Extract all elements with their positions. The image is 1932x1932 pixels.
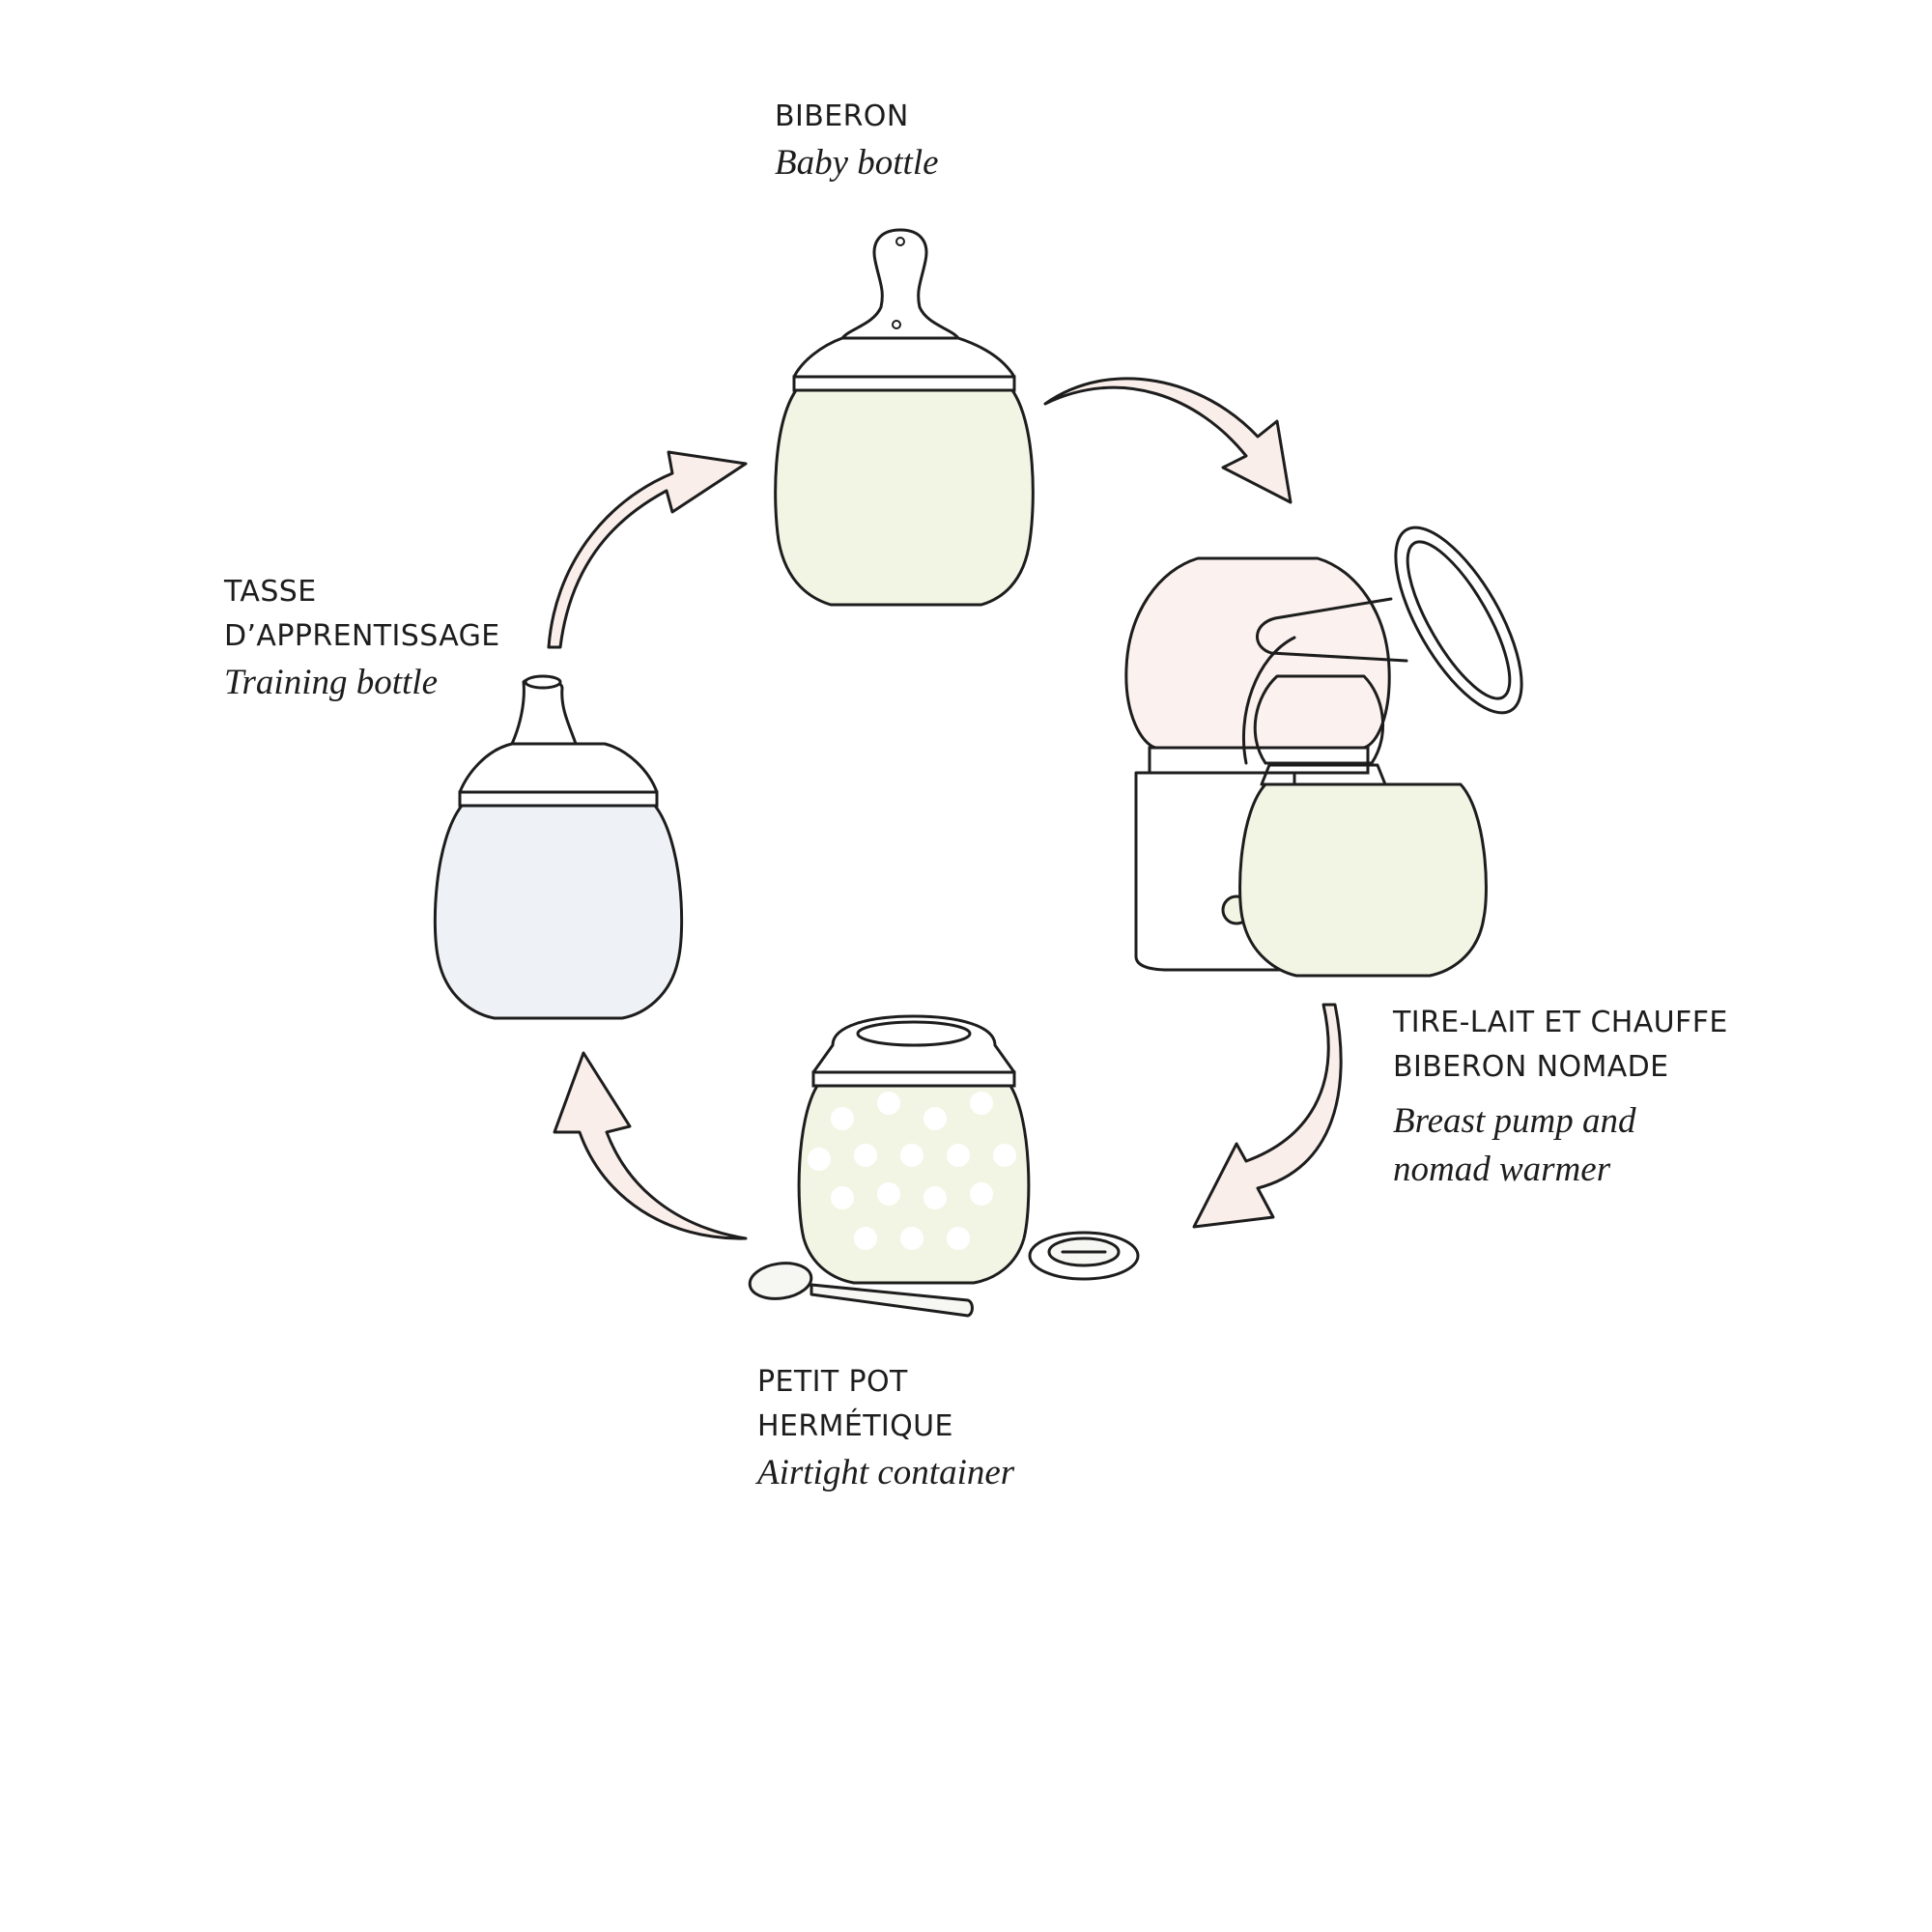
caption-baby-bottle: BIBERON Baby bottle xyxy=(775,95,939,187)
breast-pump-icon xyxy=(1238,526,1523,978)
caption-title-fr-line: TASSE xyxy=(224,575,317,609)
training-bottle-icon xyxy=(433,674,684,1020)
caption-subtitle-en: Baby bottle xyxy=(775,143,939,183)
caption-title-fr-line: D’APPRENTISSAGE xyxy=(224,619,500,653)
caption-subtitle-en-line: nomad warmer xyxy=(1393,1150,1611,1189)
cycle-arrow-icon xyxy=(1192,1003,1343,1229)
baby-bottle-icon xyxy=(774,228,1035,607)
caption-subtitle-en: Airtight container xyxy=(757,1453,1015,1492)
caption-title-fr-line: PETIT POT xyxy=(757,1365,908,1399)
caption-container: PETIT POT HERMÉTIQUE Airtight container xyxy=(757,1360,1014,1497)
caption-title-fr-line: BIBERON NOMADE xyxy=(1393,1050,1669,1084)
spoon-icon xyxy=(748,1262,974,1318)
cycle-arrow-icon xyxy=(553,1051,748,1240)
cycle-arrow-icon xyxy=(547,450,748,649)
caption-training-bottle: TASSE D’APPRENTISSAGE Training bottle xyxy=(224,570,500,707)
caption-breast-pump: TIRE-LAIT ET CHAUFFE BIBERON NOMADE Brea… xyxy=(1393,1001,1728,1194)
caption-title-fr: BIBERON xyxy=(775,99,909,133)
lid-icon xyxy=(1028,1231,1140,1281)
caption-subtitle-en-line: Breast pump and xyxy=(1393,1101,1636,1141)
caption-subtitle-en: Training bottle xyxy=(224,663,439,702)
airtight-container-icon xyxy=(797,1014,1031,1285)
caption-title-fr-line: TIRE-LAIT ET CHAUFFE xyxy=(1393,1006,1728,1039)
cycle-arrow-icon xyxy=(1043,377,1293,504)
caption-title-fr-line: HERMÉTIQUE xyxy=(757,1409,953,1443)
